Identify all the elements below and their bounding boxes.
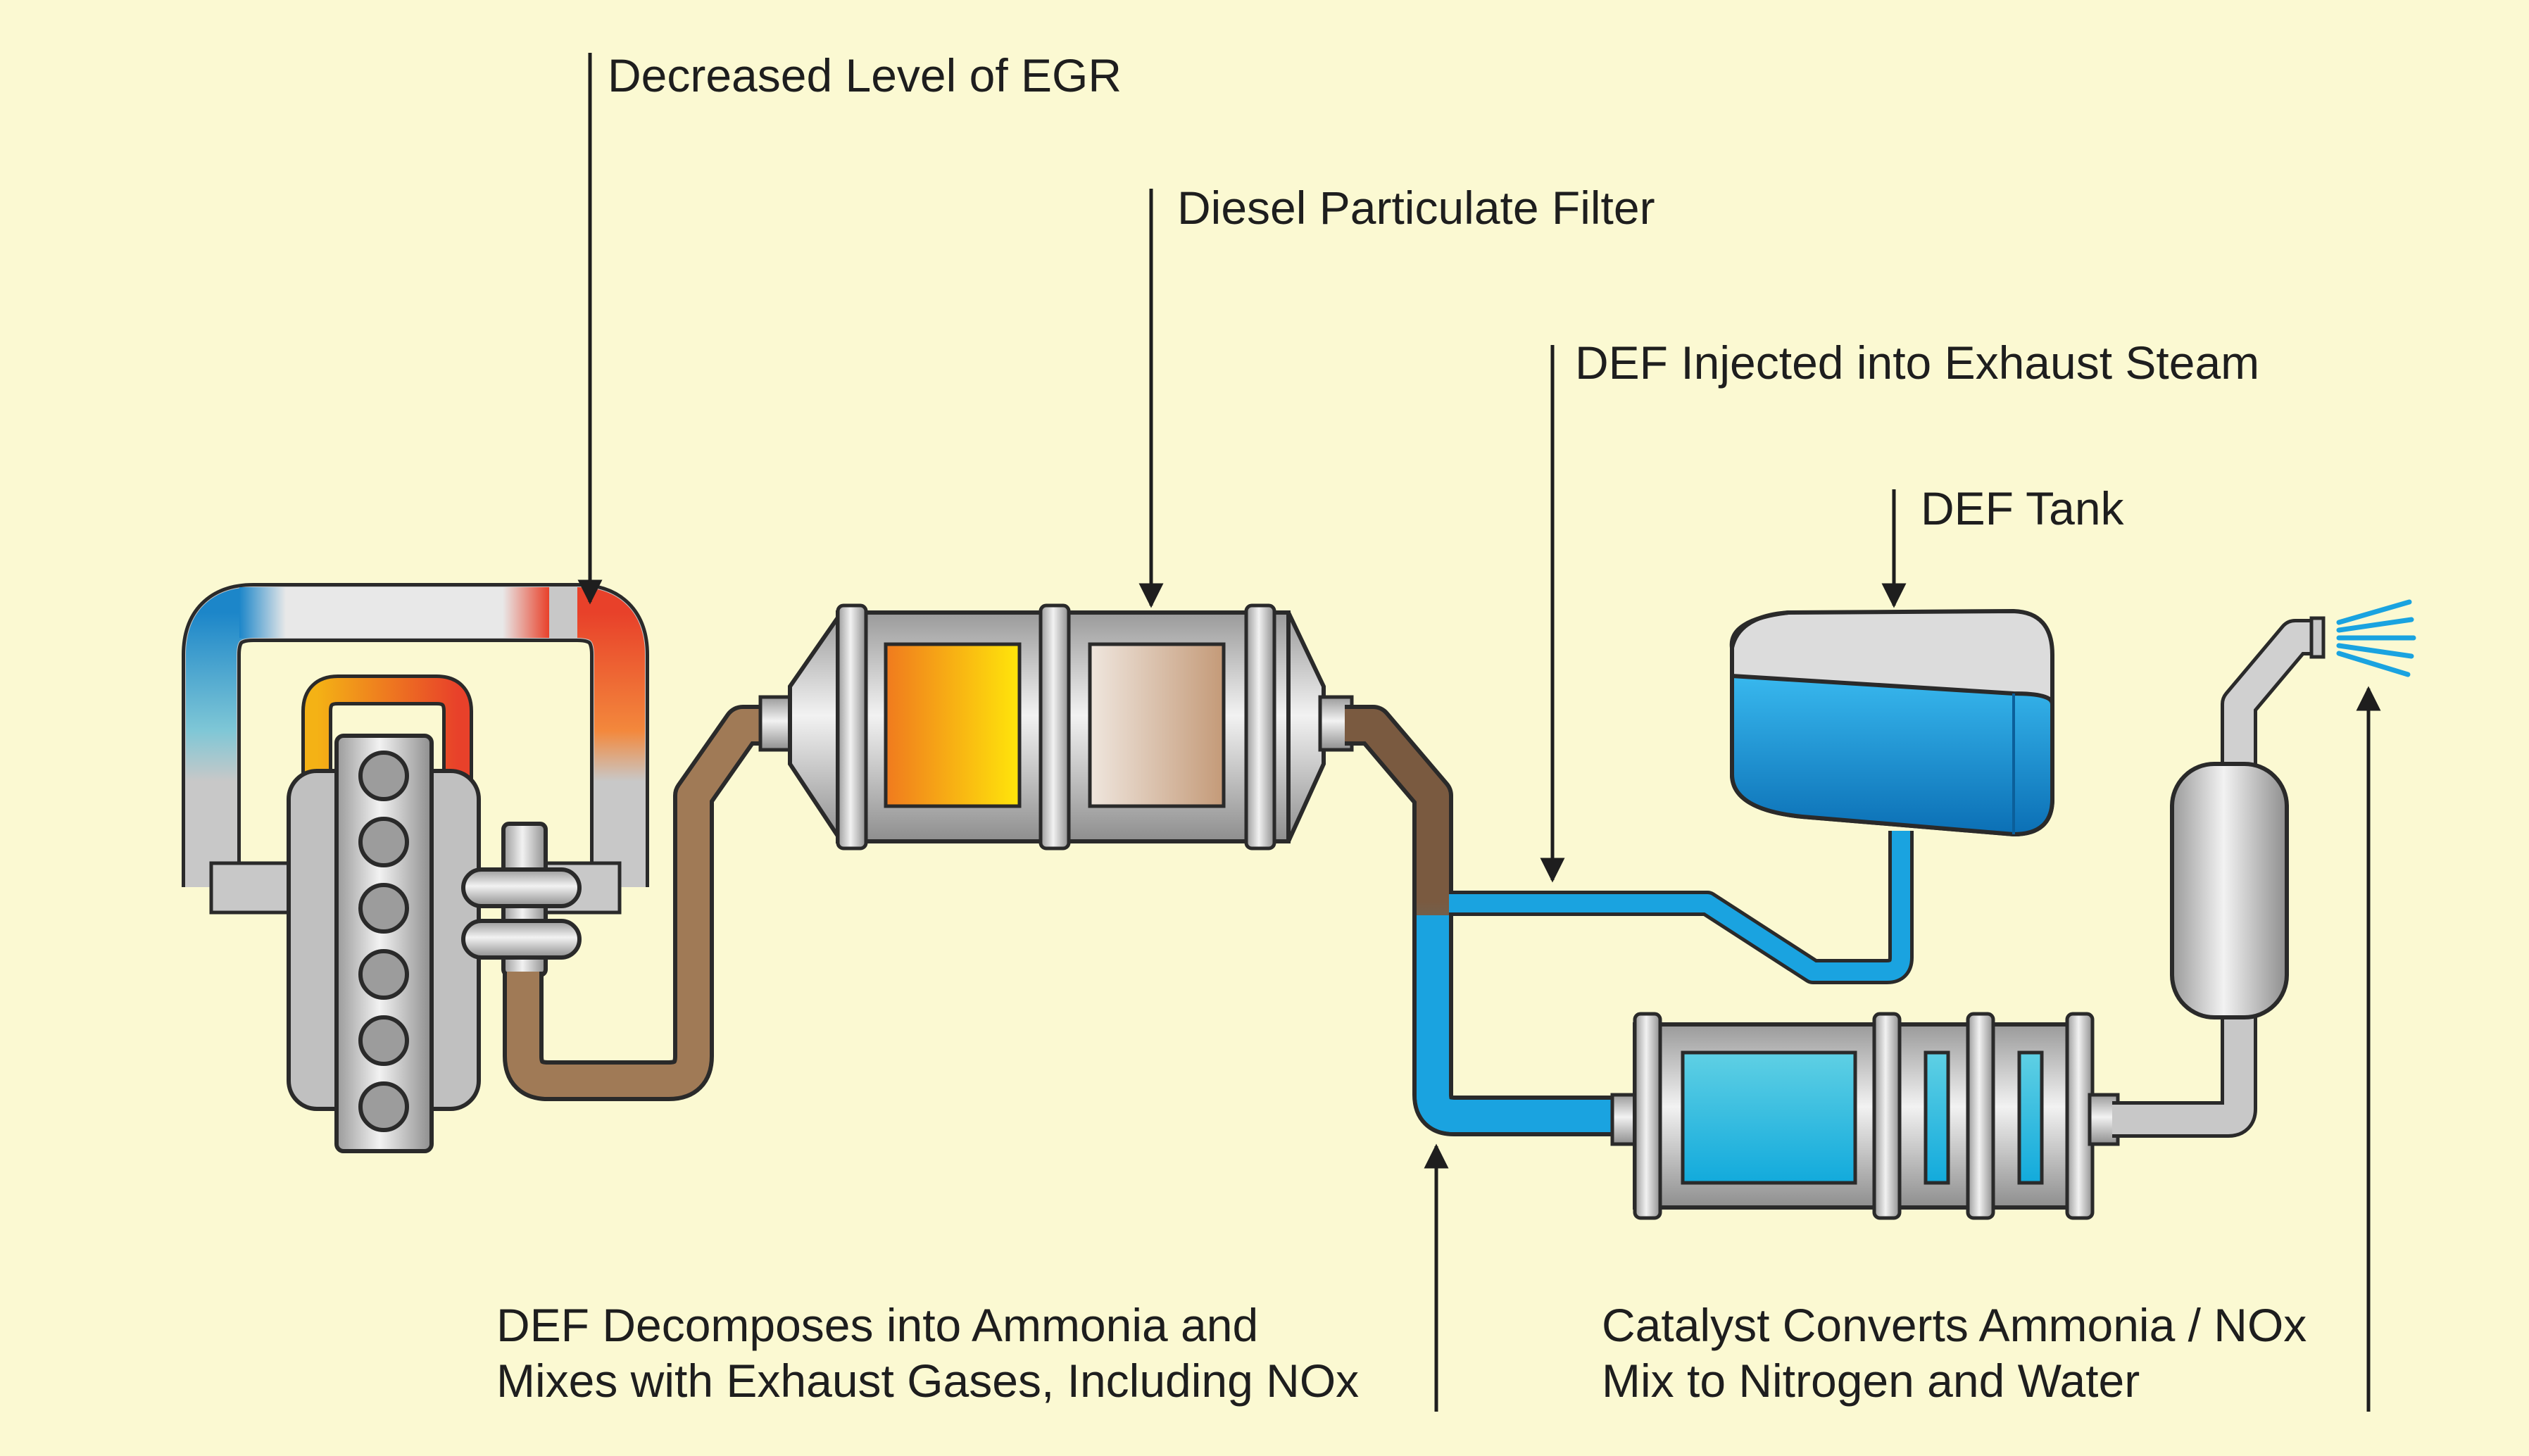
callout-arrows xyxy=(577,53,2381,1412)
label-catalyst-line1: Catalyst Converts Ammonia / NOx xyxy=(1602,1299,2307,1351)
label-decreased-egr: Decreased Level of EGR xyxy=(608,49,1122,101)
diesel-particulate-filter xyxy=(758,603,1354,851)
label-catalyst-line2: Mix to Nitrogen and Water xyxy=(1602,1355,2140,1407)
exhaust-manifold xyxy=(301,674,473,782)
dpf-cool-section xyxy=(1088,642,1226,808)
exhaust-pipe-to-scr xyxy=(1345,705,1619,1136)
label-def-tank: DEF Tank xyxy=(1921,482,2125,534)
catalyst-substrate xyxy=(1681,1050,1857,1185)
def-supply-line xyxy=(1449,831,1914,984)
muffler xyxy=(2170,762,2289,1019)
tailpipe xyxy=(2112,616,2326,1138)
label-def-decomposes-line1: DEF Decomposes into Ammonia and xyxy=(496,1299,1258,1351)
scr-catalyst xyxy=(1610,1012,2120,1220)
def-tank xyxy=(1729,608,2054,837)
label-def-decomposes-line2: Mixes with Exhaust Gases, Including NOx xyxy=(496,1355,1359,1407)
cylinder-icons xyxy=(358,751,409,1132)
label-def-injected: DEF Injected into Exhaust Steam xyxy=(1575,337,2259,389)
clean-emission-icon xyxy=(2336,599,2416,677)
turbocharger xyxy=(461,822,582,977)
exhaust-pipe-to-dpf xyxy=(503,705,767,1101)
dpf-hot-section xyxy=(884,642,1022,808)
label-diesel-particulate-filter: Diesel Particulate Filter xyxy=(1177,182,1655,234)
engine-block xyxy=(287,734,481,1153)
